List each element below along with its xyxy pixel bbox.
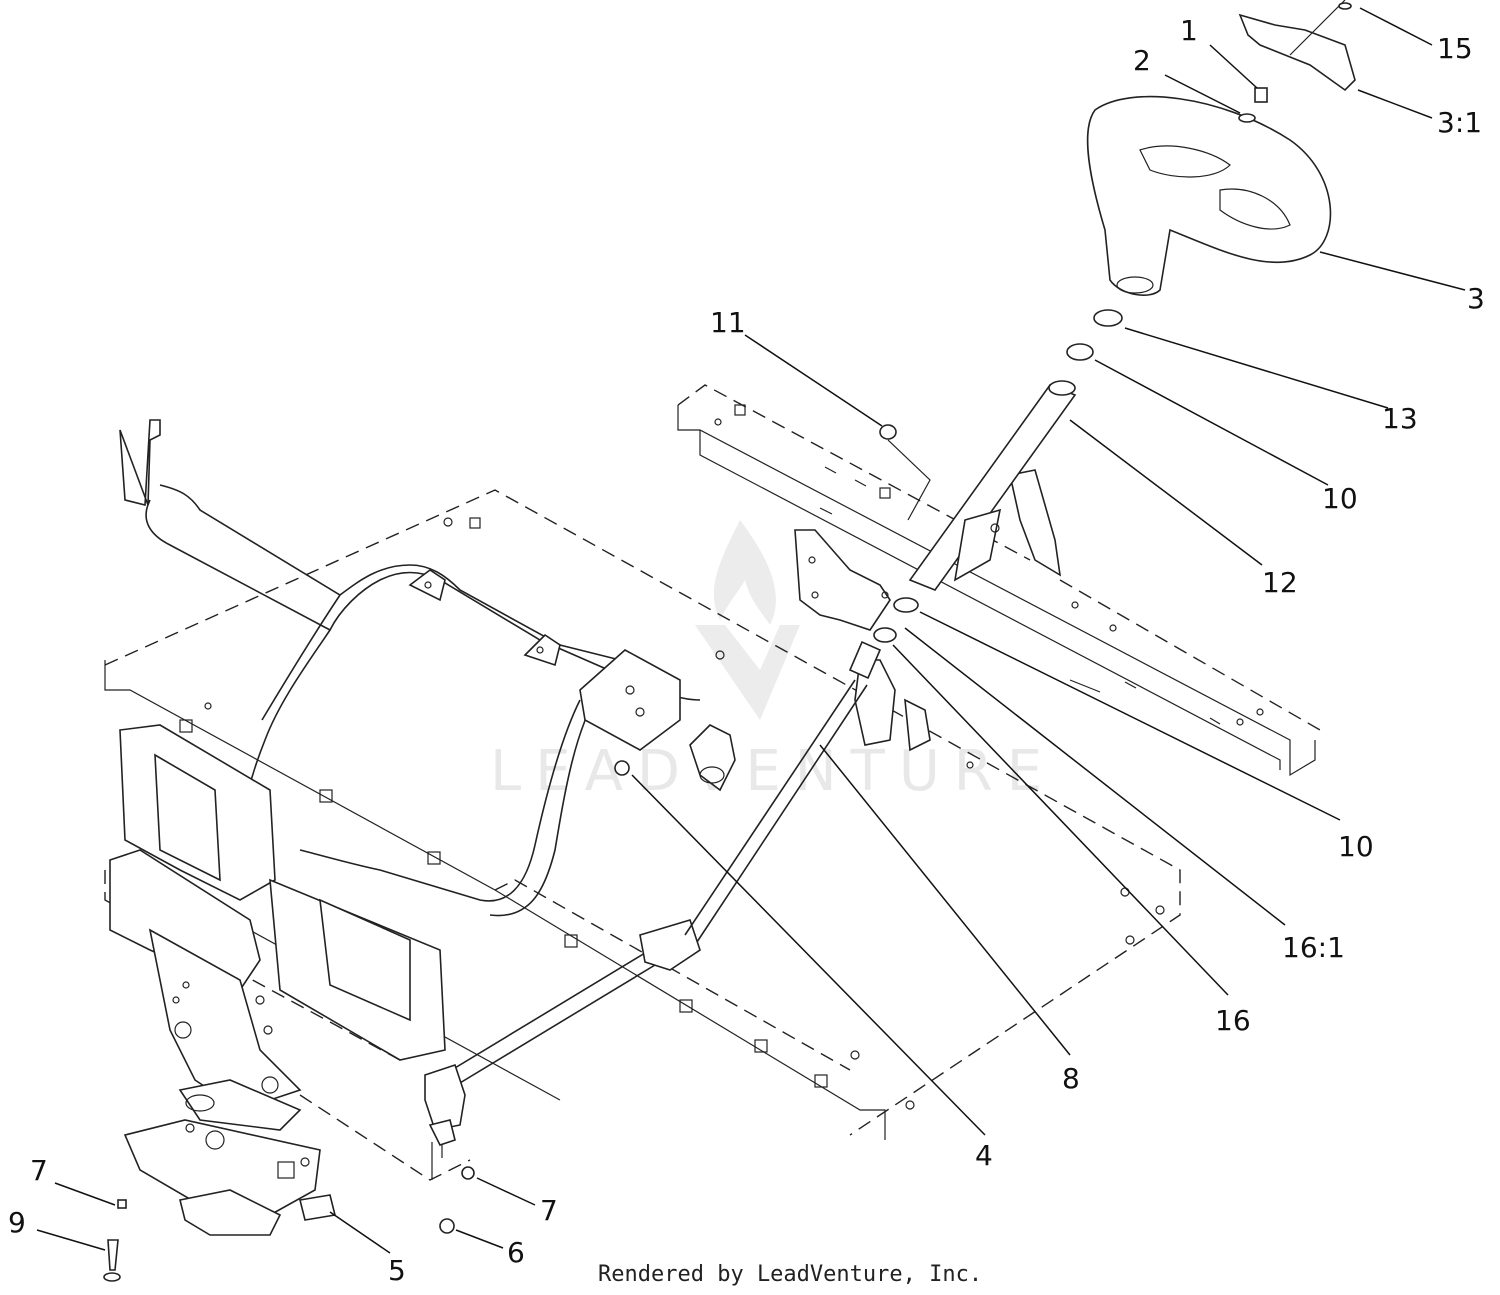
emblem-part-15 <box>1338 2 1352 10</box>
bolt-part-9 <box>107 1239 119 1271</box>
callout-12: 12 <box>1262 566 1298 599</box>
callout-6: 6 <box>507 1236 525 1269</box>
callout-1: 1 <box>1180 14 1198 47</box>
washer-part-7-left <box>117 1199 127 1209</box>
lower-column-shaft-part-8 <box>684 640 882 943</box>
leader-lines <box>36 7 1466 1254</box>
callout-15: 15 <box>1437 32 1473 65</box>
nut-part-1 <box>1254 87 1268 103</box>
callout-11: 11 <box>710 306 746 339</box>
callout-13: 13 <box>1382 402 1418 435</box>
dash-support-bar <box>119 419 736 917</box>
cap-part-3-1 <box>1238 13 1356 92</box>
callout-7-right: 7 <box>540 1194 558 1227</box>
column-bushings <box>873 309 1123 643</box>
callout-5: 5 <box>388 1254 406 1287</box>
small-hardware <box>103 760 630 1282</box>
callout-10-upper: 10 <box>1322 482 1358 515</box>
watermark-flame-icon <box>713 520 776 625</box>
bearing-10-upper <box>1066 343 1094 361</box>
washer-part-7-right <box>461 1166 475 1180</box>
callout-3: 3 <box>1467 282 1485 315</box>
watermark-v-logo-icon <box>695 625 800 720</box>
column-bracket-plate <box>794 529 931 752</box>
wheel-cap-parts <box>1238 0 1356 123</box>
callout-10-lower: 10 <box>1338 830 1374 863</box>
bolt-part-6 <box>439 1218 455 1234</box>
steering-gear-part-5 <box>123 1119 336 1236</box>
callout-4: 4 <box>975 1139 993 1172</box>
callout-16-1: 16:1 <box>1282 931 1345 964</box>
watermark-text: LEADVENTURE <box>490 739 1056 804</box>
callout-3-1: 3:1 <box>1437 106 1482 139</box>
callout-9: 9 <box>8 1206 26 1239</box>
column-tube-part-12 <box>908 380 1077 591</box>
leadventure-watermark: LEADVENTURE <box>490 520 1056 804</box>
nut-part-4 <box>614 760 630 776</box>
rendered-by-footer: Rendered by LeadVenture, Inc. <box>598 1262 982 1287</box>
callout-7-left: 7 <box>30 1154 48 1187</box>
washer-part-2 <box>1238 113 1256 123</box>
callout-labels: 1 2 15 3:1 3 11 13 10 12 10 16:1 16 8 4 … <box>8 14 1485 1287</box>
bushing-13 <box>1093 309 1123 327</box>
front-axle-assembly <box>109 724 446 1131</box>
right-frame-rail <box>677 384 1321 777</box>
callout-2: 2 <box>1133 44 1151 77</box>
bushing-16 <box>873 627 897 643</box>
bearing-10-lower <box>893 597 919 613</box>
nut-part-11 <box>879 424 931 521</box>
steering-shaft-part-4 <box>424 919 701 1158</box>
steering-wheel-part-3 <box>1086 95 1332 296</box>
callout-8: 8 <box>1062 1062 1080 1095</box>
callout-16: 16 <box>1215 1004 1251 1037</box>
